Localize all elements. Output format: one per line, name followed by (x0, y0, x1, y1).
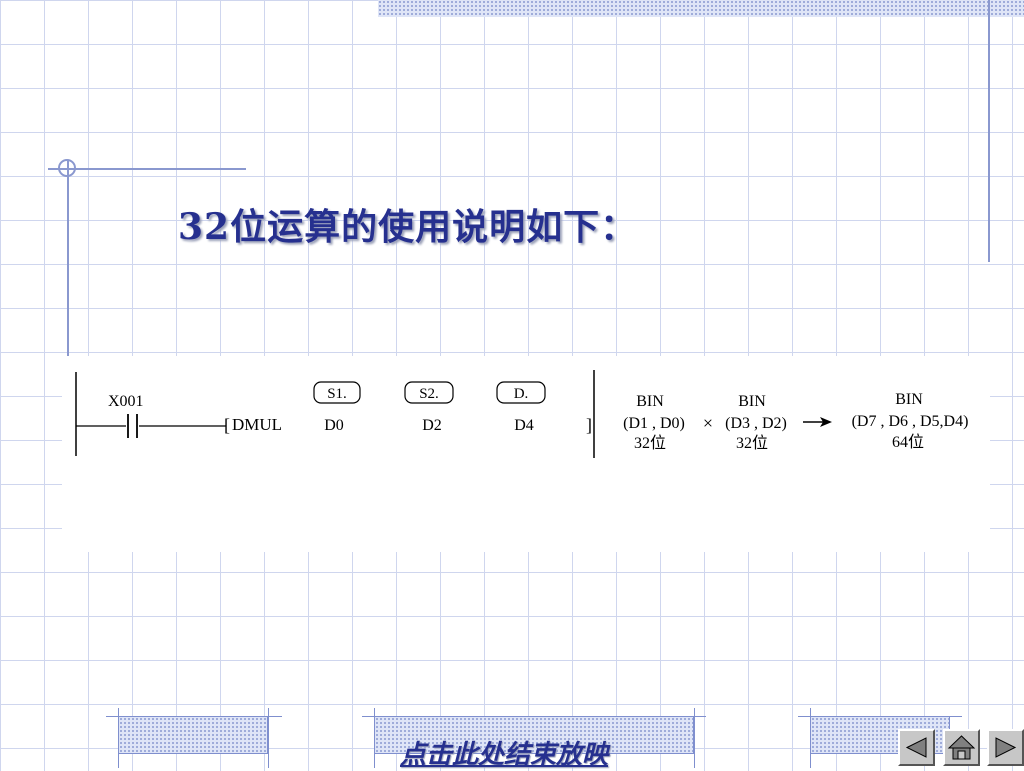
bottom-decoration-center (374, 716, 694, 754)
operand-tag-box-d (496, 381, 546, 404)
prev-slide-button[interactable] (898, 729, 935, 766)
result-bits: 64位 (892, 433, 924, 451)
home-button[interactable] (943, 729, 980, 766)
operand1-bits: 32位 (634, 434, 666, 452)
home-icon (947, 735, 976, 760)
bottom-tick-h2 (362, 716, 706, 717)
result-regs: (D7 , D6 , D5,D4) (852, 413, 969, 430)
instruction-name: DMUL (232, 415, 282, 434)
next-slide-button[interactable] (987, 729, 1024, 766)
operand-value-s2: D2 (422, 417, 442, 434)
bottom-tick-5 (810, 708, 811, 768)
operand1-regs: (D1 , D0) (623, 415, 685, 432)
operand2-type: BIN (738, 393, 766, 410)
operand2-regs: (D3 , D2) (725, 415, 787, 432)
operand-tag-s2: S2. (419, 386, 439, 402)
dmul-diagram: X001 [ DMUL S1. D0 S2. D2 D. D4 ] BIN (D… (75, 370, 969, 458)
right-decorative-rule (988, 0, 990, 262)
operand-value-s1: D0 (324, 417, 344, 434)
result-type: BIN (895, 391, 923, 408)
multiply-operator: × (703, 413, 713, 433)
bottom-tick-h3 (798, 716, 962, 717)
bottom-tick-2 (268, 708, 269, 768)
slide-title: 32位运算的使用说明如下： (178, 206, 638, 248)
result-arrow-icon (803, 417, 832, 427)
contact-label: X001 (108, 393, 144, 410)
left-vertical-rule (67, 160, 69, 360)
operand-tag-d: D. (514, 386, 529, 402)
operand1-type: BIN (636, 393, 664, 410)
bottom-decoration-left (118, 716, 268, 754)
operand-value-d: D4 (514, 417, 534, 434)
top-decorative-band (378, 0, 1024, 17)
bottom-tick-3 (374, 708, 375, 768)
triangle-left-icon (905, 737, 927, 758)
left-decorative-circle (58, 159, 76, 177)
dmul-diagram-panel: X001 [ DMUL S1. D0 S2. D2 D. D4 ] BIN (D… (62, 356, 990, 552)
operand2-bits: 32位 (736, 434, 768, 452)
triangle-right-icon (995, 737, 1017, 758)
bottom-tick-1 (118, 708, 119, 768)
instruction-close-bracket: ] (586, 415, 592, 435)
bottom-tick-h1 (106, 716, 282, 717)
operand-tag-box-s2 (404, 381, 454, 404)
operand-tag-box-s1 (313, 381, 361, 404)
bottom-tick-4 (694, 708, 695, 768)
left-horizontal-rule (48, 168, 246, 170)
end-show-link[interactable]: 点击此处结束放映 (400, 740, 609, 770)
operand-tag-s1: S1. (327, 386, 347, 402)
instruction-open-bracket: [ (224, 415, 230, 435)
